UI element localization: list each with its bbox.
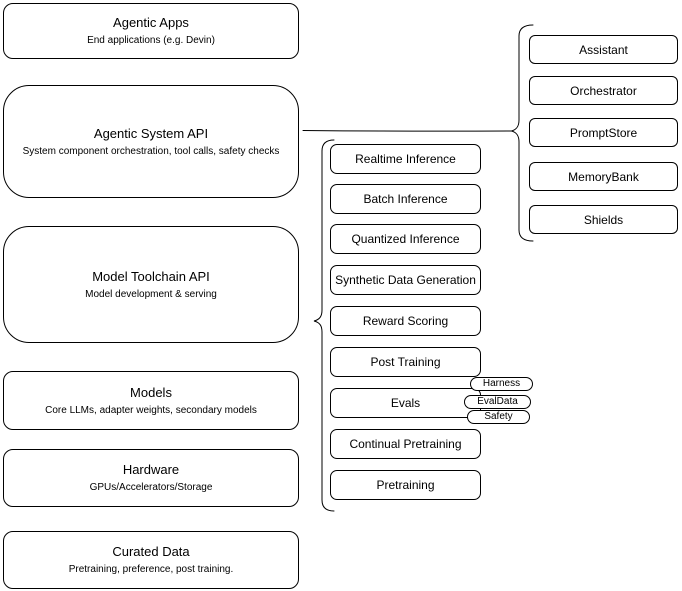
- box-subtitle: End applications (e.g. Devin): [87, 35, 215, 46]
- toolchain-box-quantized-inference: Quantized Inference: [330, 224, 481, 254]
- box-title: Agentic System API: [93, 125, 209, 141]
- component-box-shields: Shields: [529, 205, 678, 234]
- component-box-assistant: Assistant: [529, 35, 678, 64]
- layer-box-agentic-apps: Agentic Apps End applications (e.g. Devi…: [3, 3, 299, 59]
- box-subtitle: Core LLMs, adapter weights, secondary mo…: [45, 404, 257, 416]
- eval-tag-safety: Safety: [467, 410, 530, 424]
- box-title: Hardware: [122, 462, 180, 477]
- toolchain-box-realtime-inference: Realtime Inference: [330, 144, 481, 174]
- layer-box-agentic-system-api: Agentic System API System component orch…: [3, 85, 299, 198]
- box-title: Models: [130, 384, 172, 400]
- eval-tag-harness: Harness: [470, 377, 533, 391]
- toolchain-box-continual-pretraining: Continual Pretraining: [330, 429, 481, 459]
- box-subtitle: System component orchestration, tool cal…: [22, 145, 280, 157]
- layer-box-curated-data: Curated Data Pretraining, preference, po…: [3, 531, 299, 589]
- component-box-orchestrator: Orchestrator: [529, 76, 678, 105]
- component-box-memorybank: MemoryBank: [529, 162, 678, 191]
- layer-box-model-toolchain-api: Model Toolchain API Model development & …: [3, 226, 299, 343]
- eval-tag-evaldata: EvalData: [464, 395, 531, 409]
- system-api-connector-line: [302, 130, 512, 132]
- toolchain-box-batch-inference: Batch Inference: [330, 184, 481, 214]
- component-box-promptstore: PromptStore: [529, 118, 678, 147]
- layer-box-hardware: Hardware GPUs/Accelerators/Storage: [3, 449, 299, 507]
- toolchain-box-pretraining: Pretraining: [330, 470, 481, 500]
- toolchain-box-synthetic-data-generation: Synthetic Data Generation: [330, 265, 481, 295]
- toolchain-bracket: [313, 139, 335, 512]
- toolchain-box-reward-scoring: Reward Scoring: [330, 306, 481, 336]
- box-title: Agentic Apps: [113, 15, 189, 30]
- box-subtitle: Model development & serving: [85, 288, 217, 300]
- toolchain-box-evals: Evals: [330, 388, 481, 418]
- system-components-bracket: [509, 24, 534, 242]
- layer-box-models: Models Core LLMs, adapter weights, secon…: [3, 371, 299, 430]
- box-title: Model Toolchain API: [92, 268, 210, 284]
- box-title: Curated Data: [112, 544, 190, 559]
- box-subtitle: Pretraining, preference, post training.: [68, 564, 234, 575]
- box-subtitle: GPUs/Accelerators/Storage: [89, 482, 213, 493]
- toolchain-box-post-training: Post Training: [330, 347, 481, 377]
